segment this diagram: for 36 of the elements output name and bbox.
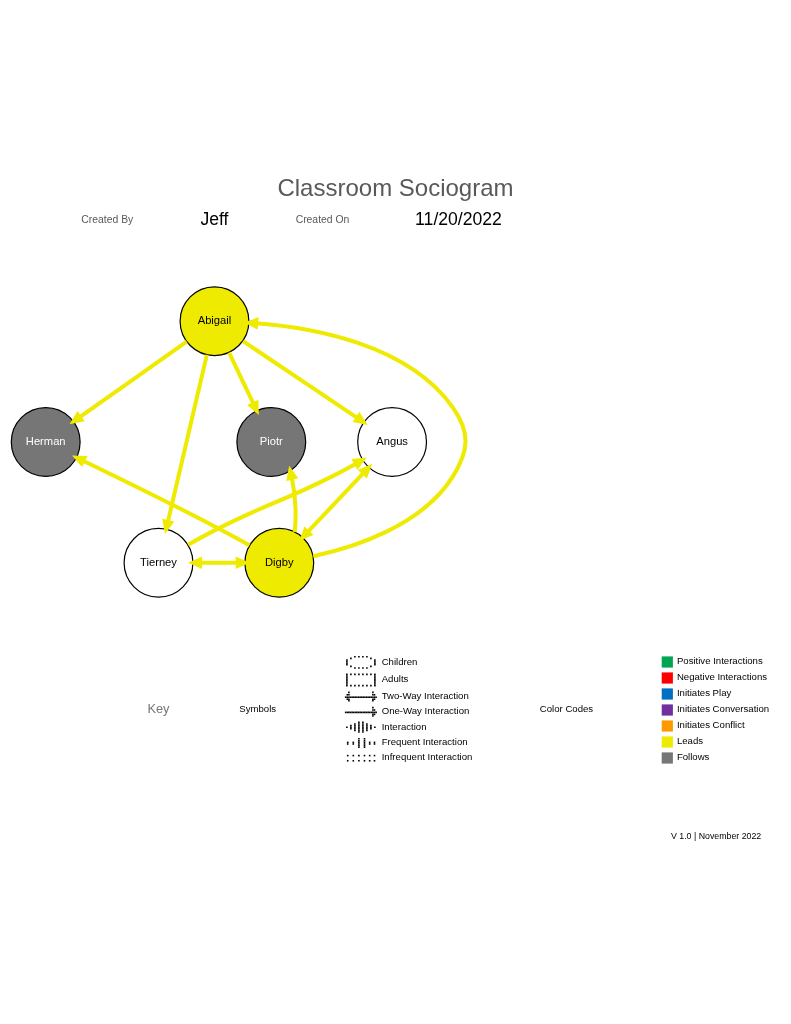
arrow [69, 340, 188, 425]
label: Key [147, 700, 170, 716]
arrow [187, 457, 367, 547]
legend-label: Initiates Conversation [676, 703, 770, 715]
legend-label: Two-Way Interaction [381, 689, 469, 701]
legend-label: One-Way Interaction [381, 705, 470, 717]
legend-label: Leads [676, 735, 704, 747]
arrow [72, 455, 251, 547]
legend-label: Initiates Play [676, 687, 732, 699]
node-circle: Herman [10, 407, 81, 477]
legend-label: Children [381, 655, 418, 667]
label: Created By [81, 214, 134, 226]
label: Created On [295, 214, 350, 226]
legend-label: Follows [676, 751, 710, 763]
arrow [241, 339, 368, 425]
legend-label: Positive Interactions [676, 655, 763, 667]
arrow [299, 463, 373, 541]
node-circle: Tierney [123, 527, 194, 598]
legend-label: Interaction [381, 720, 427, 732]
node-circle: Piotr [236, 407, 307, 477]
arrow [244, 317, 468, 559]
arrow [227, 351, 259, 416]
legend-label: Initiates Conflict [676, 719, 745, 731]
legend-label: Adults [381, 673, 409, 685]
node-circle: Abigail [179, 286, 250, 357]
label: Symbols [239, 703, 277, 715]
legend-label: Frequent Interaction [381, 736, 468, 748]
legend-label: Infrequent Interaction [381, 751, 473, 763]
diagram-title: Classroom Sociogram [277, 173, 514, 201]
label: Jeff [200, 208, 229, 229]
arrow [162, 354, 209, 534]
label: Color Codes [539, 703, 594, 715]
label: V 1.0 | November 2022 [670, 830, 762, 841]
label: 11/20/2022 [415, 208, 502, 229]
legend-label: Negative Interactions [676, 671, 768, 683]
arrow [286, 465, 299, 533]
